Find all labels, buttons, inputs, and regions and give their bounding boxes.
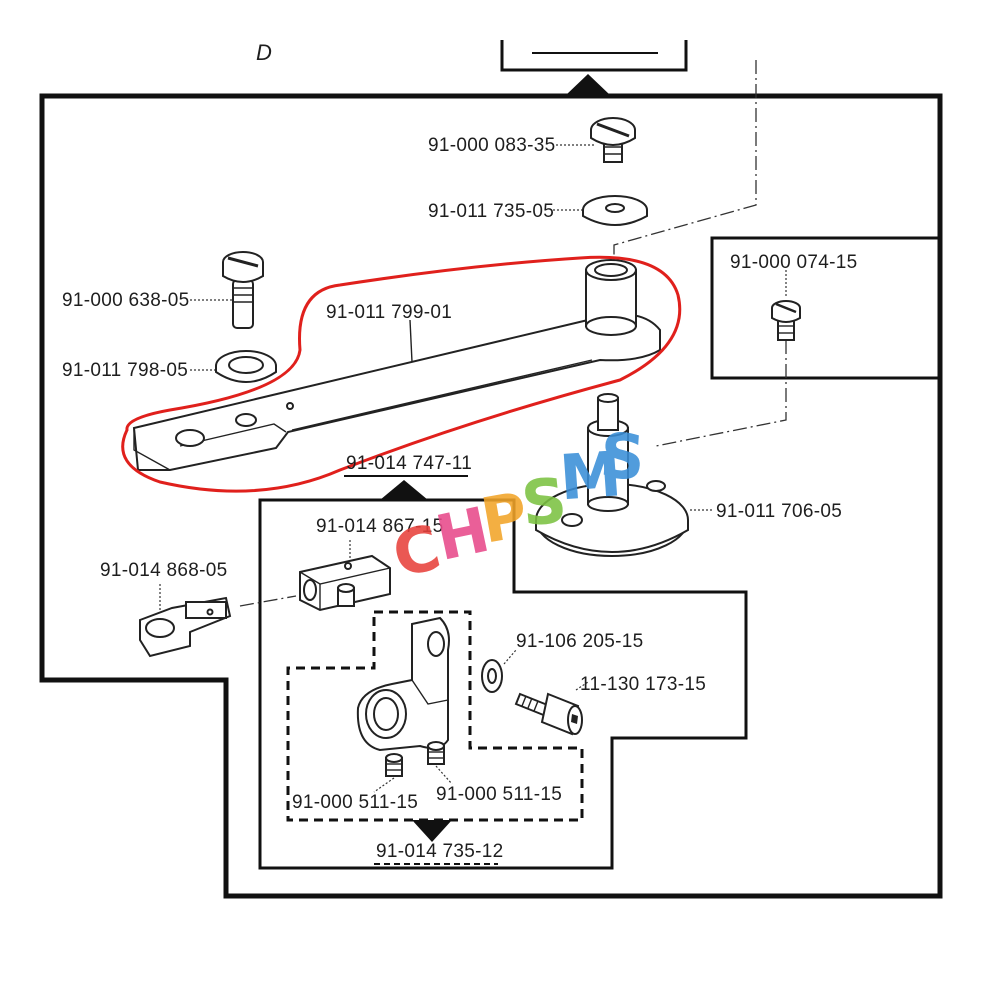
label-link: 91-014 868-05 — [100, 560, 228, 581]
watermark-letter-5: M — [557, 437, 624, 514]
top-reference-box — [500, 40, 688, 72]
base-post-icon — [535, 393, 689, 557]
set-screw-a-icon — [385, 753, 403, 777]
watermark-letter-4: S — [518, 463, 570, 540]
set-screw-b-icon — [427, 741, 445, 765]
label-block: 91-014 867-15 — [316, 516, 444, 537]
label-set-screw-b: 91-000 511-15 — [436, 784, 562, 805]
label-arm: 91-011 799-01 — [326, 302, 452, 323]
label-screw-right: 91-000 074-15 — [730, 252, 858, 273]
highlight-outline — [121, 255, 682, 493]
bracket-part-icon — [356, 616, 450, 752]
washer-left-icon — [215, 350, 277, 383]
washer-small-icon — [481, 659, 503, 693]
label-screw-top: 91-000 083-35 — [428, 135, 556, 156]
watermark-letter-6: S — [598, 419, 648, 495]
block-part-icon — [299, 554, 391, 612]
label-assembly-bottom: 91-014 735-12 — [376, 841, 504, 862]
dashed-sub-group — [286, 610, 584, 822]
screw-right-icon — [771, 300, 801, 341]
right-inset-box — [710, 236, 940, 380]
main-assembly-frame — [39, 93, 943, 899]
washer-top-icon — [582, 195, 648, 226]
screw-top-icon — [590, 117, 636, 163]
leader-cap-screw — [575, 681, 589, 691]
watermark-logo: C H P S M S — [386, 419, 648, 592]
label-base-post: 91-011 706-05 — [716, 501, 842, 522]
label-assembly-mid: 91-014 747-11 — [346, 453, 472, 474]
sub-assembly-arrow — [380, 480, 428, 500]
leader-set-screw-a — [373, 777, 395, 793]
center-line-right — [655, 340, 787, 447]
top-reference-arrow — [566, 74, 610, 95]
label-cap-screw: 11-130 173-15 — [580, 674, 706, 695]
center-line-top — [613, 60, 757, 268]
sub-assembly-frame — [258, 498, 748, 870]
center-line-link — [239, 595, 297, 607]
label-washer-left: 91-011 798-05 — [62, 360, 188, 381]
dashed-group-arrow — [412, 820, 452, 842]
leader-washer-small — [503, 649, 517, 665]
label-screw-left: 91-000 638-05 — [62, 290, 190, 311]
leader-set-screw-b — [435, 765, 453, 785]
leader-arm — [409, 319, 413, 363]
corner-letter: D — [256, 40, 272, 65]
cap-screw-icon — [514, 692, 583, 736]
arm-part-icon — [132, 259, 661, 471]
label-washer-small: 91-106 205-15 — [516, 631, 644, 652]
screw-left-icon — [222, 251, 264, 329]
label-set-screw-a: 91-000 511-15 — [292, 792, 418, 813]
label-washer-top: 91-011 735-05 — [428, 201, 554, 222]
link-part-icon — [139, 596, 232, 658]
